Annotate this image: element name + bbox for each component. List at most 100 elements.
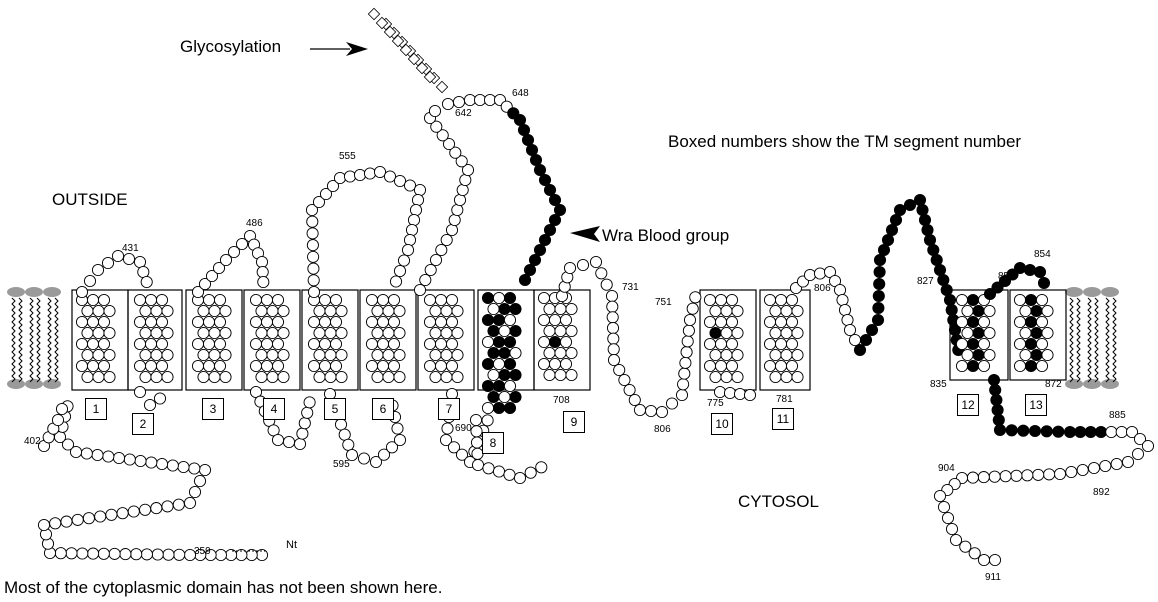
residue-bead (978, 316, 989, 327)
residue-bead (946, 304, 957, 315)
residue-bead (156, 338, 167, 349)
residue-bead (471, 437, 482, 448)
residue-bead (192, 360, 203, 371)
residue-bead (1014, 338, 1025, 349)
residue-bead (1036, 338, 1047, 349)
residue-bead (922, 224, 933, 235)
residue-bead (109, 548, 120, 559)
residue-bead (988, 374, 999, 385)
residue-bead (886, 224, 897, 235)
tm-segment-11-box: 11 (772, 408, 794, 430)
residue-number-648: 648 (512, 88, 529, 99)
residue-bead (446, 294, 457, 305)
residue-bead (156, 360, 167, 371)
residue-bead (104, 349, 115, 360)
residue-bead (335, 419, 346, 430)
residue-bead (103, 451, 114, 462)
residue-bead (710, 371, 721, 382)
residue-bead (394, 265, 405, 276)
residue-bead (267, 371, 278, 382)
residue-bead (721, 371, 732, 382)
residue-bead (549, 314, 560, 325)
residue-bead (452, 204, 463, 215)
residue-bead (934, 490, 945, 501)
residue-bead (258, 276, 269, 287)
residue-bead (482, 314, 493, 325)
residue-bead (435, 338, 446, 349)
residue-bead (198, 327, 209, 338)
residue-bead (1041, 426, 1052, 437)
residue-bead (256, 256, 267, 267)
residue-bead (510, 369, 521, 380)
residue-bead (319, 338, 330, 349)
residue-bead (261, 338, 272, 349)
residue-bead (135, 455, 146, 466)
residue-bead (1014, 316, 1025, 327)
residue-bead (82, 371, 93, 382)
residue-bead (493, 380, 504, 391)
residue-bead (77, 548, 88, 559)
residue-bead (1053, 426, 1064, 437)
residue-bead (950, 534, 961, 545)
residue-number-872: 872 (1045, 379, 1062, 390)
residue-bead (1000, 471, 1011, 482)
residue-number-806-helix: 806 (814, 283, 831, 294)
residue-bead (882, 234, 893, 245)
residue-bead (732, 349, 743, 360)
residue-bead (330, 294, 341, 305)
residue-bead (962, 327, 973, 338)
residue-bead (82, 305, 93, 316)
residue-bead (514, 114, 525, 125)
residue-bead (934, 264, 945, 275)
tm-segment-13-box: 13 (1025, 394, 1047, 416)
residue-bead (267, 327, 278, 338)
residue-bead (167, 460, 178, 471)
residue-bead (429, 105, 440, 116)
residue-bead (726, 294, 737, 305)
residue-bead (666, 398, 677, 409)
residue-bead (383, 371, 394, 382)
residue-bead (781, 349, 792, 360)
residue-bead (1042, 349, 1053, 360)
residue-bead (117, 508, 128, 519)
residue-bead (978, 472, 989, 483)
residue-bead (854, 344, 865, 355)
residue-bead (319, 360, 330, 371)
residue-bead (76, 338, 87, 349)
residue-bead (530, 154, 541, 165)
residue-bead (590, 256, 601, 267)
residue-bead (1036, 294, 1047, 305)
residue-bead (538, 314, 549, 325)
residue-bead (680, 357, 691, 368)
tm-segment-2-box: 2 (132, 413, 154, 435)
residue-bead (488, 369, 499, 380)
residue-bead (76, 360, 87, 371)
residue-bead (844, 324, 855, 335)
residue-bead (978, 360, 989, 371)
residue-bead (732, 371, 743, 382)
residue-bead (294, 438, 305, 449)
residue-bead (1111, 458, 1122, 469)
residue-bead (946, 523, 957, 534)
residue-bead (956, 294, 967, 305)
residue-bead (601, 279, 612, 290)
residue-bead (377, 316, 388, 327)
residue-bead (560, 336, 571, 347)
residue-bead (538, 336, 549, 347)
residue-bead (493, 314, 504, 325)
residue-bead (938, 501, 949, 512)
residue-bead (1036, 360, 1047, 371)
residue-bead (358, 453, 369, 464)
residue-bead (128, 506, 139, 517)
residue-bead (786, 338, 797, 349)
residue-bead (483, 463, 494, 474)
residue-bead (721, 349, 732, 360)
residue-number-486: 486 (246, 218, 263, 229)
residue-bead (482, 292, 493, 303)
residue-bead (993, 414, 1004, 425)
residue-bead (919, 214, 930, 225)
residue-number-775: 775 (707, 398, 724, 409)
residue-bead (1034, 266, 1045, 277)
residue-bead (715, 316, 726, 327)
residue-bead (174, 549, 185, 560)
